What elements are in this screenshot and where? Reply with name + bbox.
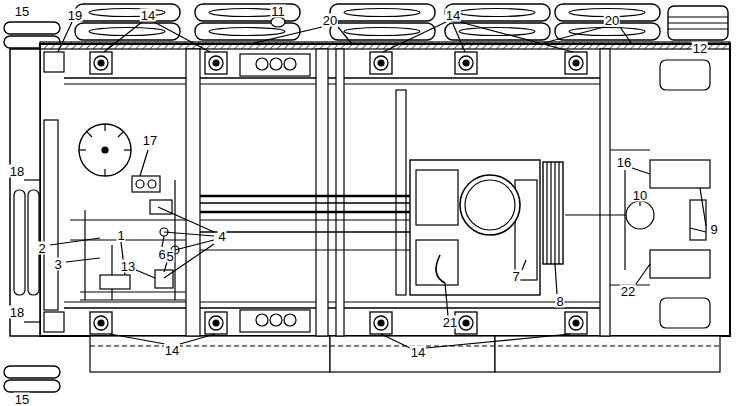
callout-number: 8: [555, 295, 564, 308]
callout-number: 9: [709, 223, 718, 236]
callout-number: 22: [620, 285, 636, 298]
callout-number: 3: [53, 258, 62, 271]
callout-number: 1: [116, 229, 125, 242]
callout-number: 18: [9, 165, 25, 178]
callout-number: 4: [217, 230, 226, 243]
callout-number: 13: [120, 260, 136, 273]
callout-number: 14: [140, 9, 156, 22]
callout-number: 5: [165, 250, 174, 263]
callout-number: 12: [692, 42, 708, 55]
callout-number: 15: [14, 392, 30, 405]
callout-number: 20: [604, 14, 620, 27]
callout-number: 11: [270, 5, 286, 18]
callout-number: 14: [164, 344, 180, 357]
callout-number: 21: [442, 316, 458, 329]
callout-number: 7: [511, 270, 520, 283]
callout-number: 15: [14, 5, 30, 18]
callout-number: 19: [67, 9, 83, 22]
callout-number: 18: [9, 306, 25, 319]
callout-number: 17: [142, 134, 158, 147]
callout-number: 2: [37, 242, 46, 255]
callout-number: 10: [632, 189, 648, 202]
callout-number: 14: [410, 346, 426, 359]
callout-number: 20: [322, 14, 338, 27]
callout-number: 14: [445, 9, 461, 22]
callout-number: 16: [616, 156, 632, 169]
